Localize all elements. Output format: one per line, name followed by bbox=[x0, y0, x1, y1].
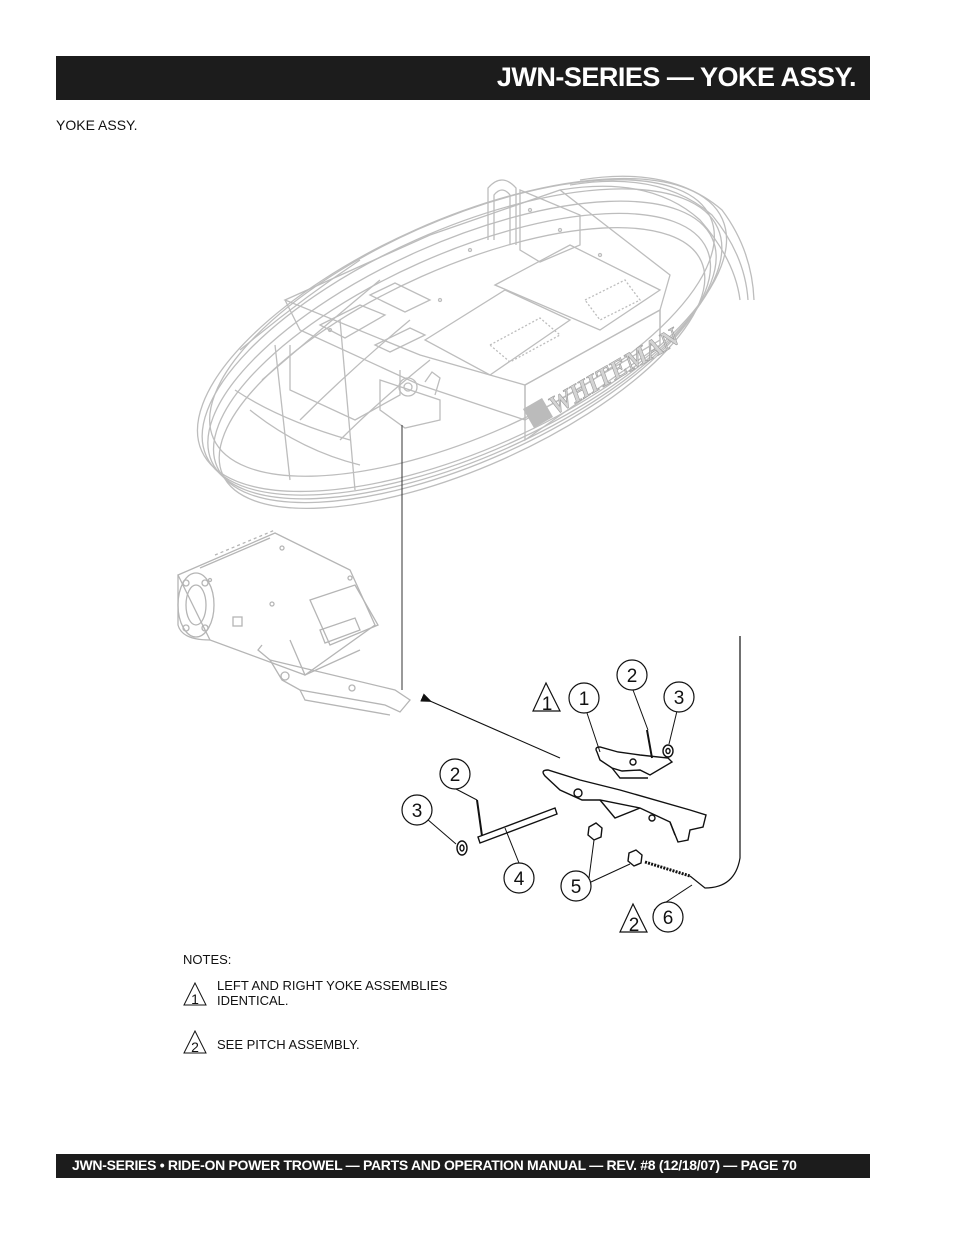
callout-1: 1 bbox=[579, 689, 590, 710]
section-label: YOKE ASSY. bbox=[56, 117, 138, 133]
yoke-lower bbox=[542, 769, 707, 843]
callout-circles bbox=[401, 659, 695, 933]
gearbox-detail bbox=[177, 529, 411, 716]
svg-text:1: 1 bbox=[542, 694, 553, 715]
notes-heading: NOTES: bbox=[183, 952, 232, 967]
page-footer: JWN-SERIES • RIDE-ON POWER TROWEL — PART… bbox=[56, 1154, 870, 1178]
svg-text:2: 2 bbox=[629, 915, 640, 936]
note-1-text: LEFT AND RIGHT YOKE ASSEMBLIES IDENTICAL… bbox=[217, 978, 448, 1008]
note-2-text: SEE PITCH ASSEMBLY. bbox=[217, 1037, 360, 1052]
assembly-arrow bbox=[420, 693, 561, 759]
brand-name: WHITEMAN bbox=[544, 322, 686, 421]
callout-5: 5 bbox=[571, 877, 582, 898]
callout-2-left: 2 bbox=[450, 765, 461, 786]
pin bbox=[477, 807, 558, 844]
callout-6: 6 bbox=[663, 908, 674, 929]
callout-3: 3 bbox=[674, 688, 685, 709]
callout-4: 4 bbox=[514, 869, 525, 890]
note-flag-1: 1 bbox=[532, 681, 561, 715]
callout-3-left: 3 bbox=[412, 801, 423, 822]
page-header: JWN-SERIES — YOKE ASSY. bbox=[56, 56, 870, 100]
note-flag-2: 2 bbox=[619, 902, 648, 936]
svg-text:1: 1 bbox=[191, 991, 199, 1007]
notes-symbol-2: 2 bbox=[183, 1029, 207, 1055]
footer-text: JWN-SERIES • RIDE-ON POWER TROWEL — PART… bbox=[72, 1157, 797, 1173]
callout-numbers: 1 2 3 2 3 4 5 6 bbox=[412, 666, 685, 929]
svg-text:2: 2 bbox=[191, 1039, 199, 1055]
callout-2: 2 bbox=[627, 666, 638, 687]
yoke-upper bbox=[595, 746, 674, 776]
yoke-parts bbox=[456, 636, 741, 889]
trowel-machine-outline bbox=[196, 175, 755, 510]
brand-plate: WHITEMAN bbox=[522, 321, 686, 429]
page-title: JWN-SERIES — YOKE ASSY. bbox=[496, 62, 857, 92]
notes-symbol-1: 1 bbox=[183, 981, 207, 1007]
callout-leaders bbox=[426, 689, 693, 911]
